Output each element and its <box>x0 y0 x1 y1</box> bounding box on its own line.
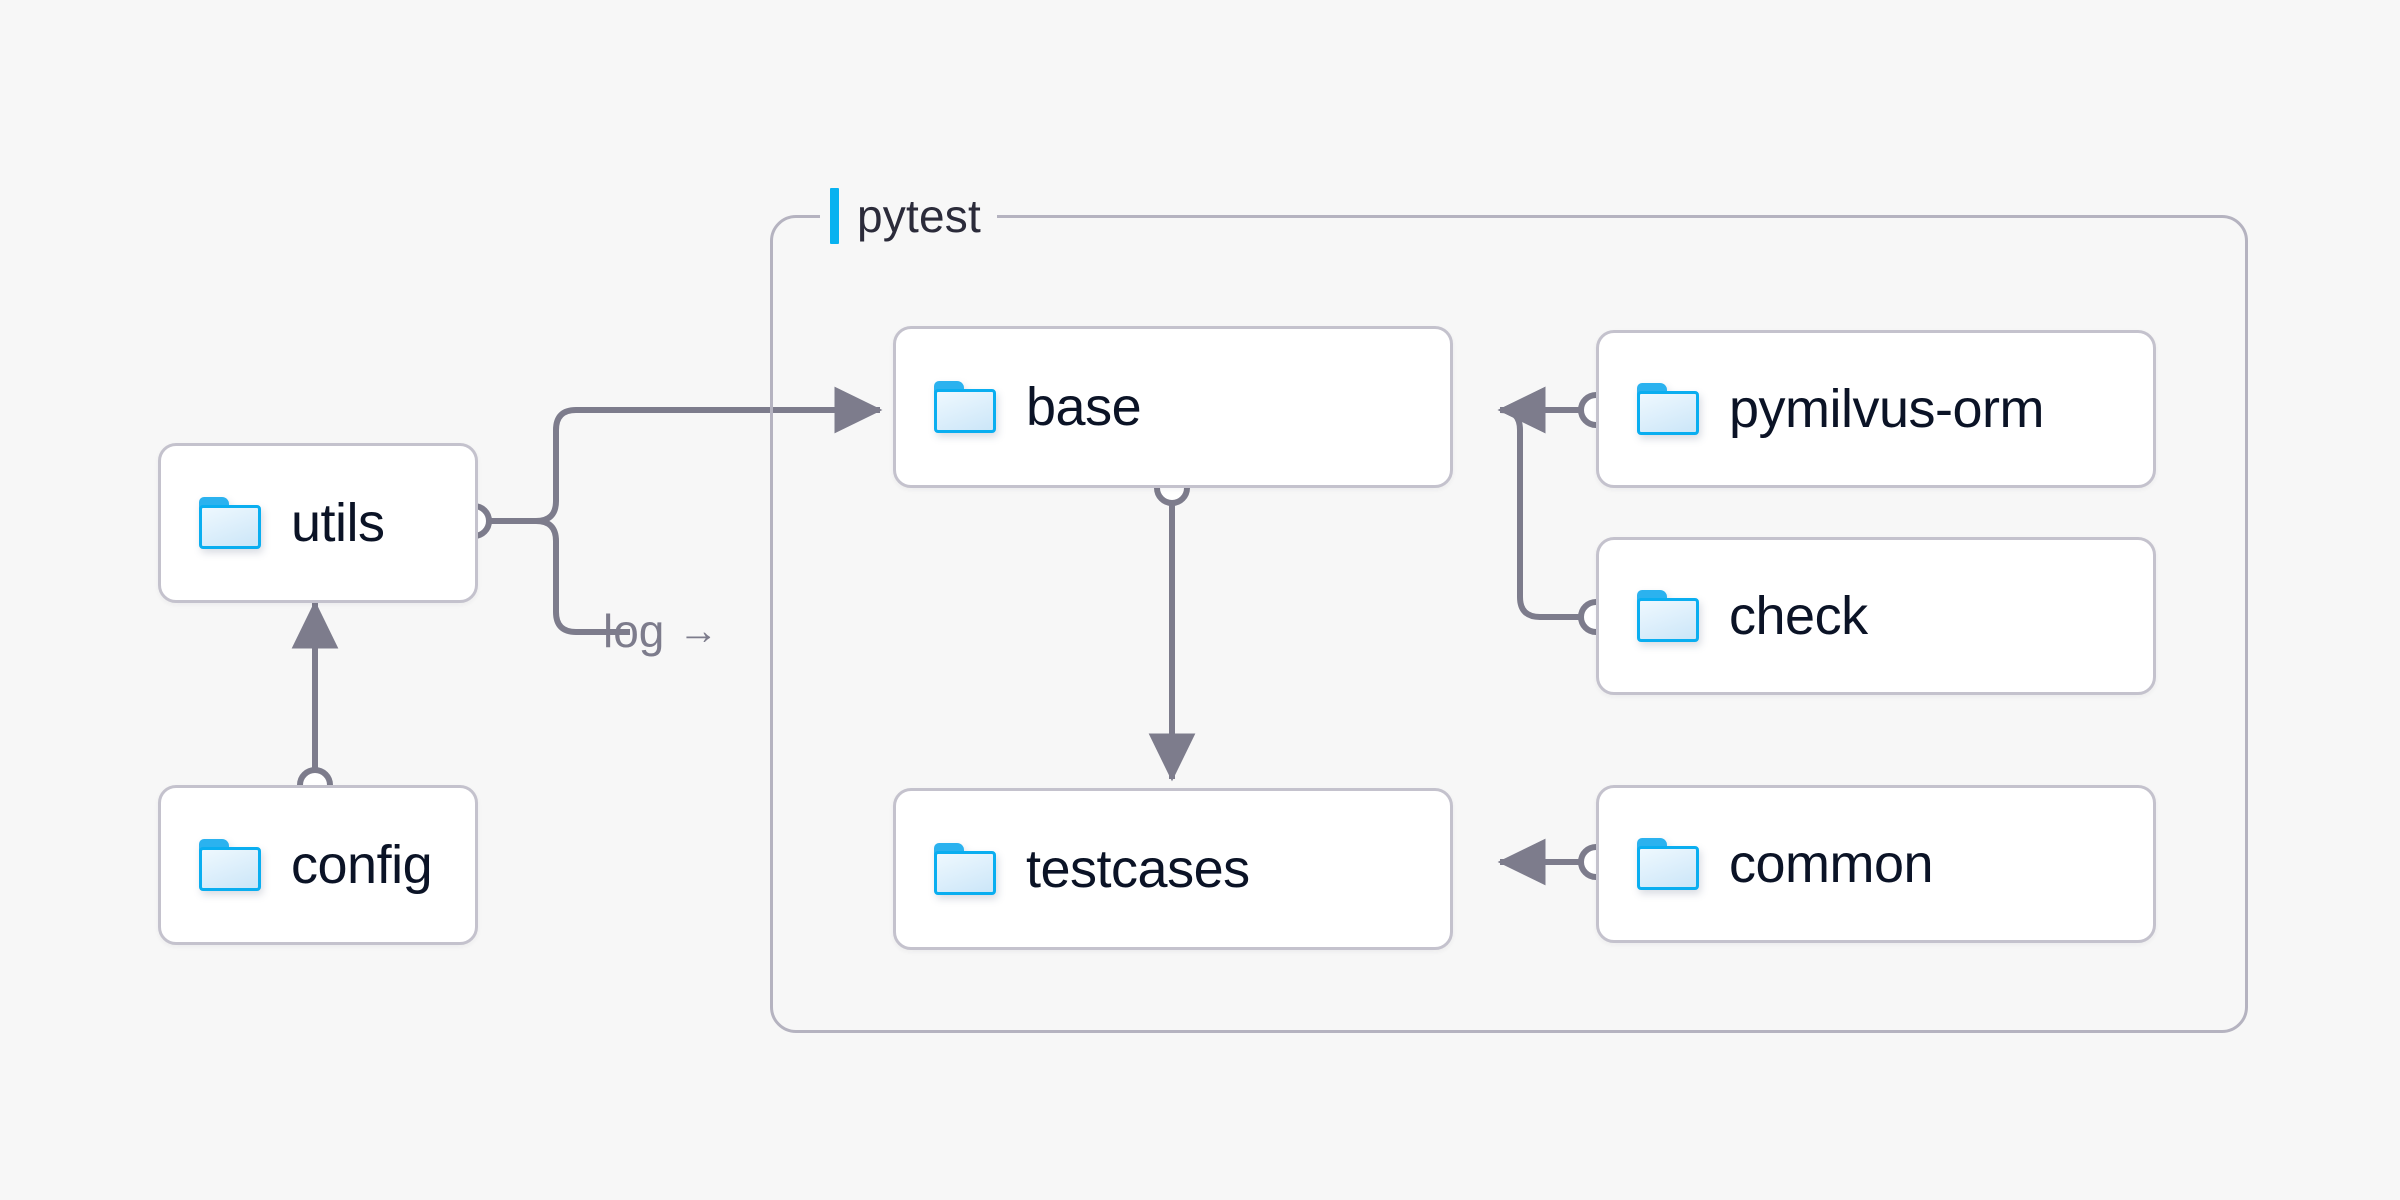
node-utils-label: utils <box>291 493 385 553</box>
group-pytest[interactable] <box>770 215 2248 1033</box>
node-check[interactable]: check <box>1596 537 2156 695</box>
node-testcases[interactable]: testcases <box>893 788 1453 950</box>
group-pytest-title: pytest <box>857 190 981 242</box>
node-base[interactable]: base <box>893 326 1453 488</box>
group-pytest-label: pytest <box>820 185 997 247</box>
node-utils[interactable]: utils <box>158 443 478 603</box>
node-base-label: base <box>1026 377 1142 437</box>
node-common[interactable]: common <box>1596 785 2156 943</box>
node-common-label: common <box>1729 834 1934 894</box>
folder-icon <box>1637 838 1699 890</box>
folder-icon <box>1637 590 1699 642</box>
node-pymilvus-orm-label: pymilvus-orm <box>1729 379 2045 439</box>
folder-icon <box>1637 383 1699 435</box>
edge-label-log-text: log <box>603 605 665 657</box>
node-config[interactable]: config <box>158 785 478 945</box>
arrow-right-icon: → <box>678 609 719 653</box>
group-accent-bar <box>830 188 839 244</box>
node-testcases-label: testcases <box>1026 839 1250 899</box>
folder-icon <box>199 839 261 891</box>
node-config-label: config <box>291 835 433 895</box>
folder-icon <box>934 381 996 433</box>
folder-icon <box>199 497 261 549</box>
node-pymilvus-orm[interactable]: pymilvus-orm <box>1596 330 2156 488</box>
node-check-label: check <box>1729 586 1868 646</box>
folder-icon <box>934 843 996 895</box>
edge-label-log: log → <box>603 608 718 654</box>
